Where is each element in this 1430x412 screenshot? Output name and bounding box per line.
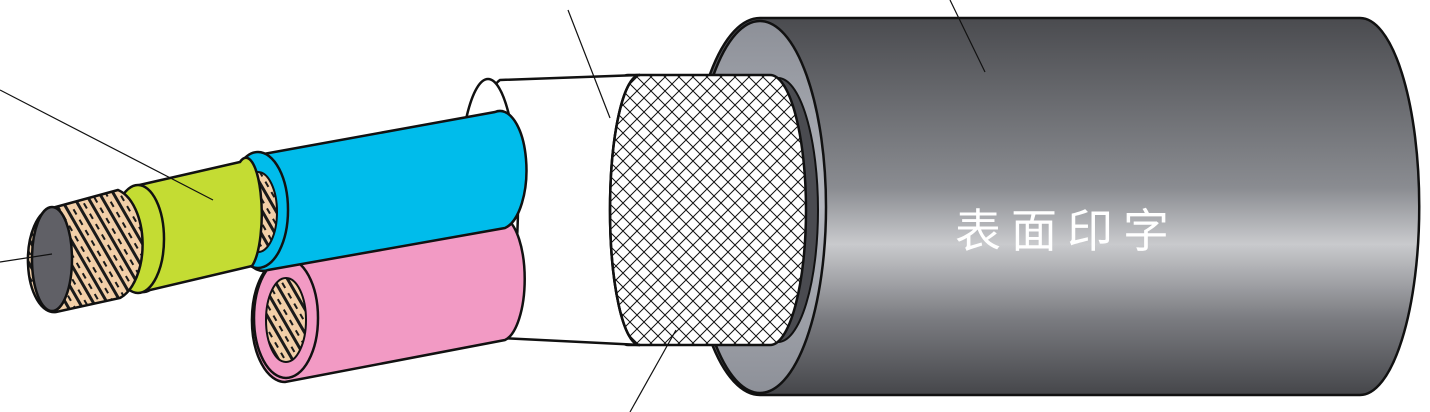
surface-print-label: 表面印字 bbox=[955, 204, 1179, 258]
leader-lines bbox=[0, 0, 986, 412]
leader-line-jacket bbox=[949, 0, 986, 73]
leader-line-white-tape bbox=[567, 9, 611, 119]
center-conductor bbox=[26, 188, 144, 314]
leader-line-shield bbox=[629, 329, 677, 412]
shield-braid bbox=[596, 73, 808, 347]
leader-line-center bbox=[0, 253, 53, 263]
leader-line-green-yellow bbox=[0, 89, 214, 201]
